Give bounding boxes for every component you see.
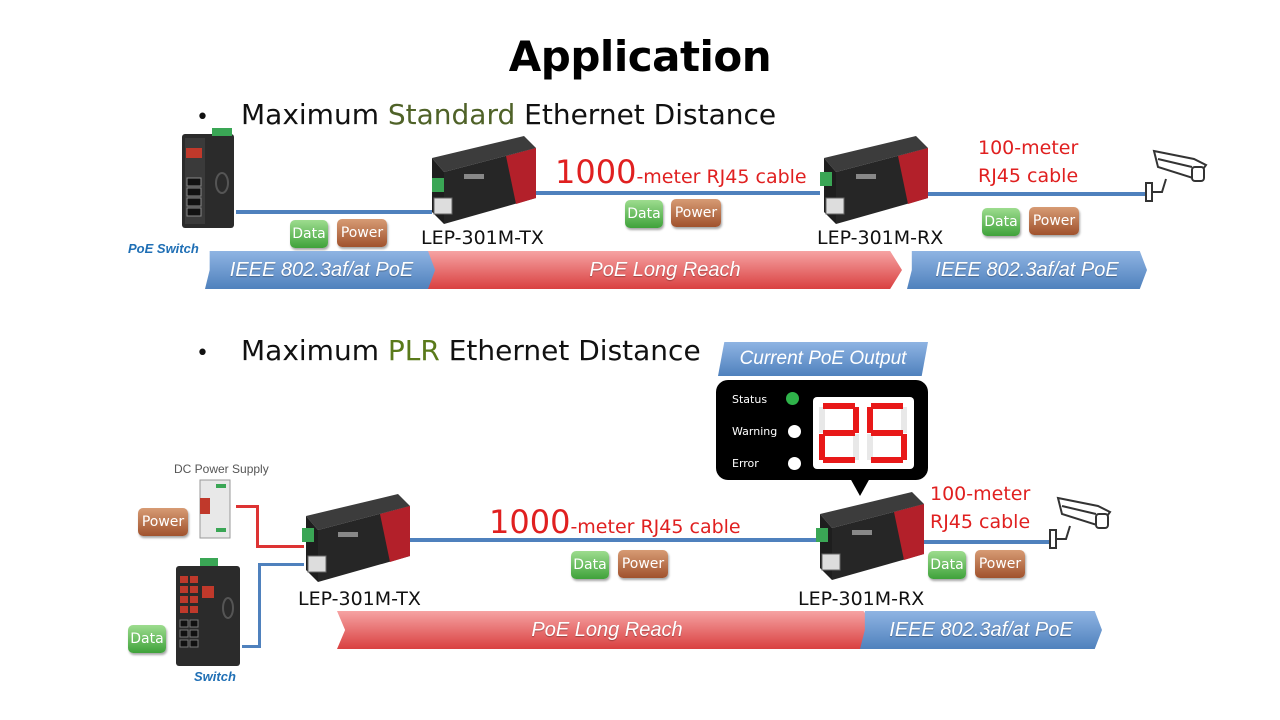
data-cable xyxy=(258,564,261,648)
data-tag: Data xyxy=(928,551,966,579)
cable-tx-to-rx xyxy=(535,191,820,195)
cable-tx-to-rx xyxy=(408,538,820,542)
tx-label: LEP-301M-TX xyxy=(298,588,421,610)
short-distance-label: 100-meter RJ45 cable xyxy=(978,134,1078,190)
arrow-ieee-poe-right: IEEE 802.3af/at PoE xyxy=(860,611,1102,649)
short-distance-label: 100-meter RJ45 cable xyxy=(930,480,1030,536)
heading-highlight: PLR xyxy=(387,334,440,367)
warning-led-icon xyxy=(788,425,801,438)
distance-unit: -meter RJ45 cable xyxy=(636,166,807,188)
data-tag: Data xyxy=(128,625,166,653)
long-distance-label: 1000-meter RJ45 cable xyxy=(489,503,741,541)
power-tag: Power xyxy=(671,199,721,227)
error-led-icon xyxy=(788,457,801,470)
data-tag: Data xyxy=(625,200,663,228)
lep-rx-device-icon xyxy=(816,492,924,580)
distance-unit: -meter RJ45 cable xyxy=(570,516,741,538)
power-tag: Power xyxy=(618,550,668,578)
arrow-ieee-poe-right: IEEE 802.3af/at PoE xyxy=(907,251,1147,289)
data-cable xyxy=(242,645,260,648)
camera-icon xyxy=(1145,149,1208,202)
power-tag: Power xyxy=(138,508,188,536)
arrow-poe-long-reach: PoE Long Reach xyxy=(428,251,902,289)
status-led-icon xyxy=(786,392,799,405)
section1-heading: • Maximum Standard Ethernet Distance xyxy=(196,98,776,131)
data-tag: Data xyxy=(982,208,1020,236)
seven-segment-digits-icon xyxy=(819,403,907,463)
data-cable xyxy=(258,563,304,566)
lep-tx-device-icon xyxy=(432,136,536,224)
short-distance-line2: RJ45 cable xyxy=(930,511,1031,533)
lep-tx-device-icon xyxy=(302,494,410,582)
power-tag: Power xyxy=(1029,207,1079,235)
cable-switch-to-tx xyxy=(236,210,432,214)
current-poe-output-title: Current PoE Output xyxy=(718,342,928,376)
tx-label: LEP-301M-TX xyxy=(421,227,544,249)
camera-icon xyxy=(1049,496,1112,549)
short-distance-line1: 100-meter xyxy=(978,137,1079,159)
power-cable xyxy=(256,505,259,547)
switch-icon xyxy=(176,558,240,666)
error-label: Error xyxy=(732,457,759,470)
dc-power-supply-label: DC Power Supply xyxy=(174,462,269,476)
panel-pointer xyxy=(850,478,870,496)
power-cable xyxy=(256,545,304,548)
distance-number: 1000 xyxy=(489,503,571,541)
switch-label: Switch xyxy=(194,669,236,684)
power-tag: Power xyxy=(337,219,387,247)
poe-switch-label: PoE Switch xyxy=(128,241,199,256)
dc-power-supply-icon xyxy=(199,479,231,539)
heading-text: Ethernet Distance xyxy=(439,334,701,367)
power-tag: Power xyxy=(975,550,1025,578)
arrow-poe-long-reach: PoE Long Reach xyxy=(337,611,877,649)
cable-rx-to-camera xyxy=(920,192,1146,196)
section2-heading: • Maximum PLR Ethernet Distance xyxy=(196,334,701,367)
heading-text: Maximum xyxy=(241,334,388,367)
rx-label: LEP-301M-RX xyxy=(798,588,925,610)
warning-label: Warning xyxy=(732,425,778,438)
data-tag: Data xyxy=(571,551,609,579)
bullet-dot: • xyxy=(196,105,209,130)
data-tag: Data xyxy=(290,220,328,248)
cable-rx-to-camera xyxy=(920,540,1054,544)
arrow-ieee-poe-left: IEEE 802.3af/at PoE xyxy=(205,251,438,289)
long-distance-label: 1000-meter RJ45 cable xyxy=(555,153,807,191)
short-distance-line1: 100-meter xyxy=(930,483,1031,505)
heading-highlight: Standard xyxy=(387,98,516,131)
poe-switch-icon xyxy=(182,128,234,228)
power-cable xyxy=(236,505,258,508)
short-distance-line2: RJ45 cable xyxy=(978,165,1079,187)
status-label: Status xyxy=(732,393,768,406)
heading-text: Maximum xyxy=(241,98,388,131)
bullet-dot: • xyxy=(196,341,209,366)
lep-rx-device-icon xyxy=(820,136,928,224)
heading-text: Ethernet Distance xyxy=(515,98,777,131)
distance-number: 1000 xyxy=(555,153,637,191)
rx-label: LEP-301M-RX xyxy=(817,227,944,249)
page-title: Application xyxy=(508,32,772,81)
